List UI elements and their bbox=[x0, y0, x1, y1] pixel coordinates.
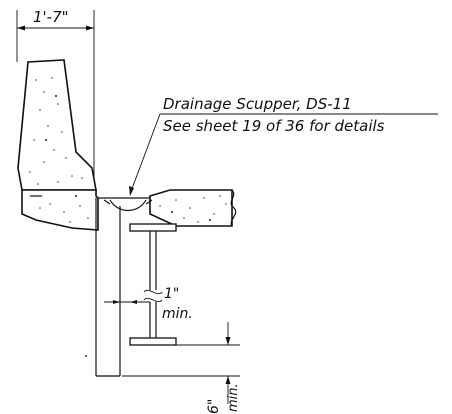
barrier-width-label: 1'-7" bbox=[33, 8, 69, 26]
scupper-inlet bbox=[98, 197, 153, 212]
deck-hatching bbox=[159, 195, 227, 223]
gap-qualifier-label: min. bbox=[162, 306, 193, 322]
gap-value-label: 1" bbox=[164, 286, 179, 302]
barrier-width-dimension: 1'-7" bbox=[16, 8, 95, 190]
downspout-pipe bbox=[95, 198, 121, 377]
steel-girder bbox=[129, 223, 177, 346]
callout-title: Drainage Scupper, DS-11 bbox=[163, 95, 352, 113]
concrete-barrier bbox=[17, 59, 99, 231]
drop-value-label: 6" bbox=[206, 399, 222, 414]
drop-qualifier-label: min. bbox=[226, 383, 241, 412]
drop-dimension: 6" min. bbox=[122, 322, 241, 414]
deck-slab bbox=[149, 189, 237, 227]
concrete-hatching bbox=[29, 77, 89, 223]
callout-reference: See sheet 19 of 36 for details bbox=[163, 117, 385, 135]
gap-dimension: 1" min. bbox=[104, 286, 193, 322]
scupper-callout: Drainage Scupper, DS-11 See sheet 19 of … bbox=[129, 95, 438, 196]
